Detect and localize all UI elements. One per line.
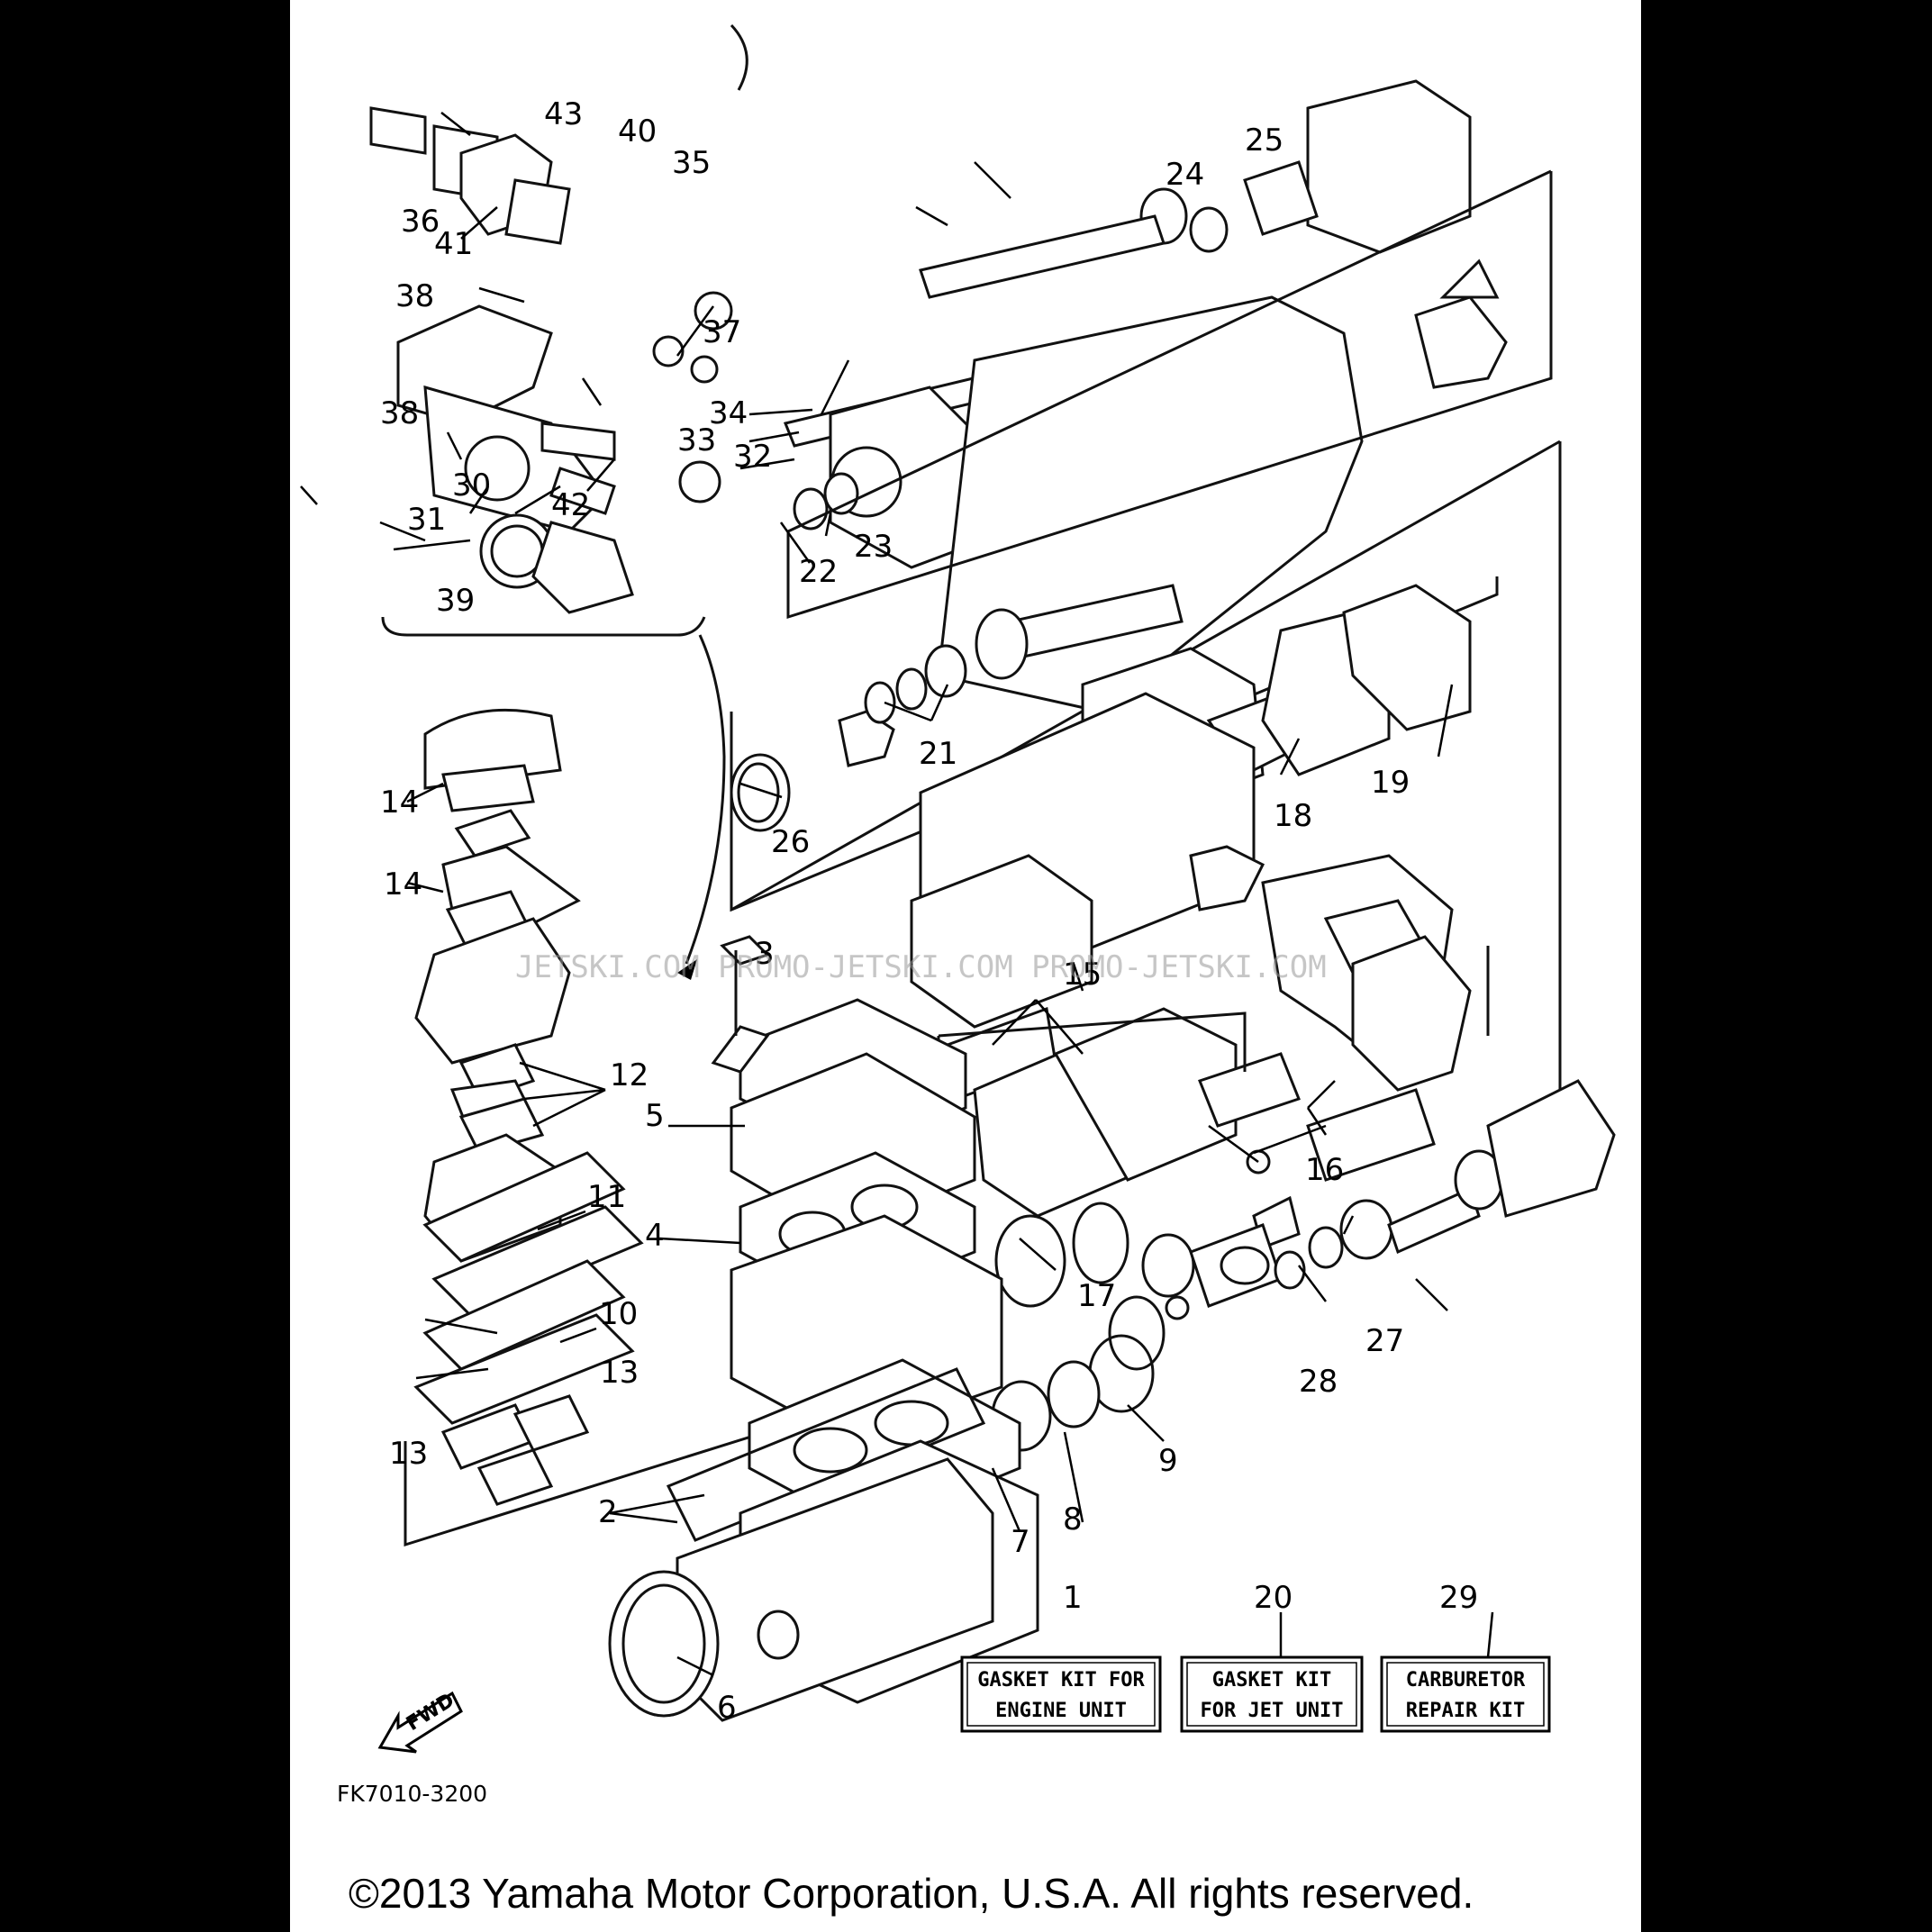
callout-16: 16 bbox=[1305, 1152, 1344, 1188]
kit-jet-line2: FOR JET UNIT bbox=[1201, 1700, 1344, 1722]
callout-leaders bbox=[300, 112, 1494, 1677]
callout-numbers: 43 40 35 36 41 38 37 34 38 33 32 30 31 4… bbox=[380, 96, 1478, 1726]
callout-36: 36 bbox=[401, 204, 440, 240]
watermark: JETSKI.COM PROMO-JETSKI.COM PROMO-JETSKI… bbox=[515, 949, 1327, 985]
copyright-text: ©2013 Yamaha Motor Corporation, U.S.A. A… bbox=[349, 1870, 1474, 1917]
callout-5: 5 bbox=[645, 1098, 665, 1134]
kit-box-engine: GASKET KIT FOR ENGINE UNIT bbox=[960, 1655, 1162, 1733]
callout-1: 1 bbox=[1063, 1580, 1083, 1616]
callout-34: 34 bbox=[709, 395, 748, 431]
cylinder-parts bbox=[608, 935, 1039, 1722]
callout-42: 42 bbox=[551, 487, 590, 523]
callout-38b: 38 bbox=[380, 395, 419, 431]
callout-2: 2 bbox=[598, 1494, 618, 1530]
callout-39: 39 bbox=[436, 583, 475, 619]
callout-31: 31 bbox=[407, 502, 446, 538]
callout-30: 30 bbox=[452, 467, 491, 503]
callout-25: 25 bbox=[1245, 122, 1283, 159]
jet-frame-right bbox=[1487, 441, 1562, 1128]
inset-arrow-head bbox=[677, 959, 697, 980]
carburetor-assembly bbox=[369, 106, 733, 614]
callout-29: 29 bbox=[1439, 1580, 1478, 1616]
kit-box-carburetor: CARBURETOR REPAIR KIT bbox=[1380, 1655, 1551, 1733]
kit-engine-line1: GASKET KIT FOR bbox=[977, 1669, 1145, 1692]
exhaust-manifold-parts bbox=[946, 1006, 1436, 1308]
callout-14b: 14 bbox=[384, 866, 422, 903]
callout-13a: 13 bbox=[600, 1355, 639, 1391]
callout-19: 19 bbox=[1371, 765, 1410, 801]
kit-carb-line1: CARBURETOR bbox=[1406, 1669, 1526, 1692]
callout-28: 28 bbox=[1299, 1364, 1338, 1400]
crescent-mark bbox=[730, 23, 748, 91]
callout-40: 40 bbox=[618, 113, 657, 150]
drive-shaft-parts bbox=[991, 1079, 1616, 1452]
callout-27: 27 bbox=[1365, 1323, 1404, 1359]
callout-12: 12 bbox=[610, 1057, 649, 1093]
callout-21: 21 bbox=[919, 736, 957, 772]
callout-43: 43 bbox=[544, 96, 583, 132]
carburetor-inset-bracket bbox=[381, 616, 706, 637]
callout-35: 35 bbox=[672, 145, 711, 181]
callout-6: 6 bbox=[717, 1690, 737, 1726]
callout-17: 17 bbox=[1077, 1278, 1116, 1314]
diagram-code: FK7010-3200 bbox=[337, 1781, 487, 1807]
kit-carb-line2: REPAIR KIT bbox=[1406, 1700, 1525, 1722]
callout-9: 9 bbox=[1158, 1443, 1178, 1479]
callout-33: 33 bbox=[677, 422, 716, 458]
callout-22: 22 bbox=[799, 554, 838, 590]
kit-jet-line1: GASKET KIT bbox=[1212, 1669, 1331, 1692]
callout-13b: 13 bbox=[389, 1436, 428, 1472]
callout-18: 18 bbox=[1274, 798, 1312, 834]
diagram-sheet: 43 40 35 36 41 38 37 34 38 33 32 30 31 4… bbox=[290, 0, 1641, 1932]
callout-8: 8 bbox=[1063, 1501, 1083, 1537]
callout-37: 37 bbox=[703, 314, 741, 350]
kit-engine-line2: ENGINE UNIT bbox=[995, 1700, 1127, 1722]
callout-32: 32 bbox=[733, 439, 772, 475]
jet-housing-parts bbox=[730, 584, 1490, 1092]
callout-7: 7 bbox=[1011, 1524, 1030, 1560]
callout-23: 23 bbox=[854, 529, 893, 565]
inset-arrow-line bbox=[685, 634, 726, 965]
callout-38a: 38 bbox=[395, 278, 434, 314]
callout-4: 4 bbox=[645, 1218, 665, 1254]
callout-41: 41 bbox=[434, 226, 473, 262]
jet-frame-upper bbox=[786, 169, 1553, 620]
callout-10: 10 bbox=[599, 1296, 638, 1332]
callout-20: 20 bbox=[1254, 1580, 1293, 1616]
kit-box-jet: GASKET KIT FOR JET UNIT bbox=[1180, 1655, 1364, 1733]
callout-3: 3 bbox=[755, 936, 775, 972]
callout-24: 24 bbox=[1166, 157, 1204, 193]
fwd-arrow-icon: FWD bbox=[377, 1689, 463, 1754]
callout-14a: 14 bbox=[380, 785, 419, 821]
exploded-parts-diagram: 43 40 35 36 41 38 37 34 38 33 32 30 31 4… bbox=[300, 23, 1616, 1917]
callout-26: 26 bbox=[771, 824, 810, 860]
callout-15: 15 bbox=[1063, 957, 1102, 993]
engine-stack-parts bbox=[413, 708, 644, 1506]
callout-11: 11 bbox=[587, 1179, 626, 1215]
